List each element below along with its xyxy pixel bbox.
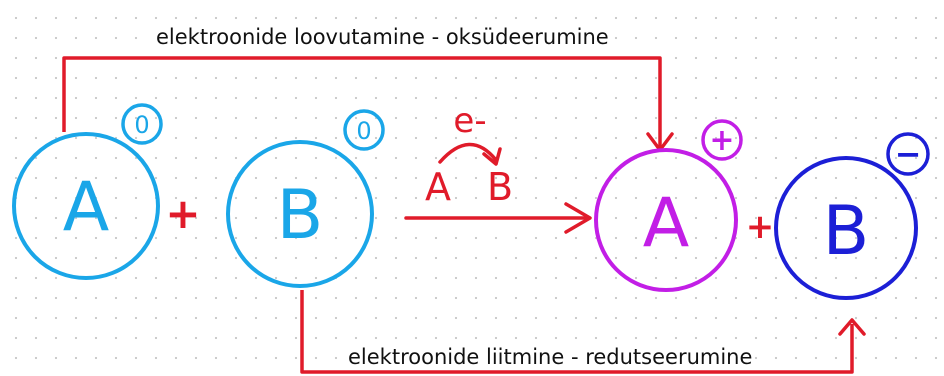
reactant-b-charge: 0: [343, 109, 385, 151]
oxidation-label: elektroonide loovutamine - oksüdeerumine: [154, 24, 611, 50]
reactant-b-charge-symbol: 0: [356, 117, 371, 145]
reactant-a-charge-circle: [121, 103, 163, 145]
product-b: B: [774, 156, 918, 300]
product-a-charge: +: [701, 119, 743, 161]
product-b-charge: −: [886, 132, 930, 176]
reaction-arrow: [404, 202, 592, 234]
reduction-arrow: [300, 290, 866, 374]
product-b-charge-circle: [886, 132, 930, 176]
electron-symbol: e-: [453, 101, 486, 141]
product-a-charge-circle: [701, 119, 743, 161]
reactant-a-charge: 0: [121, 103, 163, 145]
electron-transfer-arrowhead: [482, 147, 502, 166]
product-a: A: [594, 148, 738, 292]
product-a-letter: A: [643, 184, 690, 263]
product-b-charge-symbol: −: [895, 135, 922, 173]
products-plus: +: [746, 207, 775, 247]
product-b-letter: B: [823, 192, 870, 271]
reactant-b-letter: B: [277, 176, 324, 255]
product-b-circle: [774, 156, 918, 300]
reactant-b: B: [226, 140, 374, 288]
electron-transfer-curve: [438, 142, 498, 164]
transfer-to-letter: B: [487, 165, 513, 209]
product-a-circle: [594, 148, 738, 292]
transfer-from-letter: A: [425, 165, 451, 209]
reduction-label: elektroonide liitmine - redutseerumine: [346, 344, 755, 370]
reactant-a-charge-symbol: 0: [134, 111, 149, 139]
electron-transfer: e- A B: [425, 101, 513, 209]
reactants-plus: +: [165, 189, 200, 238]
reactant-a-circle: [12, 132, 160, 280]
reactant-a: A: [12, 132, 160, 280]
reactant-b-charge-circle: [343, 109, 385, 151]
reactant-a-letter: A: [63, 168, 110, 247]
product-a-charge-symbol: +: [709, 123, 734, 158]
reactant-b-circle: [226, 140, 374, 288]
